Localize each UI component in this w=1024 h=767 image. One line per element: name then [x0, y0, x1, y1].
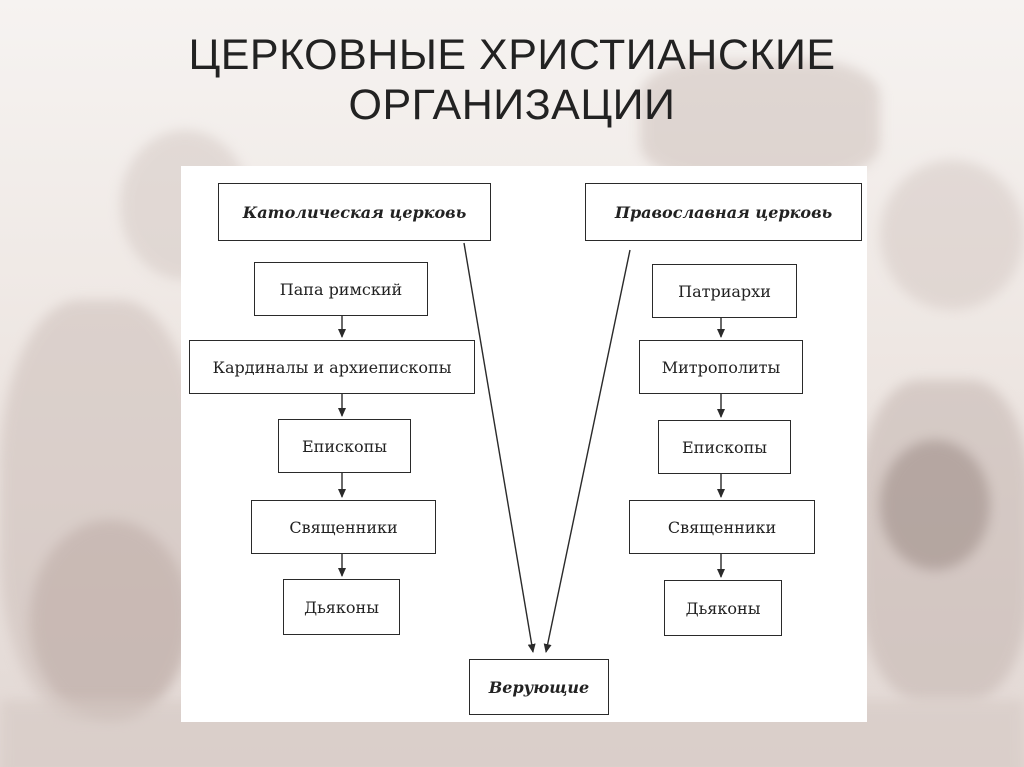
catholic-level-deacons: Дьяконы: [283, 579, 400, 635]
catholic-level-label: Епископы: [302, 436, 387, 456]
orthodox-level-metropolitans: Митрополиты: [639, 340, 803, 394]
catholic-level-label: Папа римский: [279, 279, 403, 299]
orthodox-level-label: Дьяконы: [685, 598, 761, 618]
title-line-2: ОРГАНИЗАЦИИ: [348, 81, 676, 129]
title-line-1: ЦЕРКОВНЫЕ ХРИСТИАНСКИЕ: [188, 31, 836, 79]
orthodox-level-priests: Священники: [629, 500, 815, 554]
orthodox-level-patriarchs: Патриархи: [652, 264, 797, 318]
catholic-level-label: Священники: [289, 517, 398, 537]
catholic-level-label: Кардиналы и архиепископы: [212, 357, 452, 377]
orthodox-church-box: Православная церковь: [585, 183, 862, 241]
catholic-level-cardinals: Кардиналы и архиепископы: [189, 340, 475, 394]
catholic-church-label: Католическая церковь: [242, 202, 467, 222]
orthodox-level-label: Священники: [667, 517, 777, 537]
orthodox-church-label: Православная церковь: [614, 202, 833, 222]
orthodox-level-label: Митрополиты: [661, 357, 781, 377]
believers-label: Верующие: [488, 677, 590, 697]
orthodox-level-label: Епископы: [682, 437, 767, 457]
orthodox-level-deacons: Дьяконы: [664, 580, 782, 636]
orthodox-level-label: Патриархи: [678, 281, 771, 301]
orthodox-level-bishops: Епископы: [658, 420, 791, 474]
catholic-level-priests: Священники: [251, 500, 436, 554]
page-title: ЦЕРКОВНЫЕ ХРИСТИАНСКИЕ ОРГАНИЗАЦИИ: [112, 30, 912, 130]
catholic-level-label: Дьяконы: [304, 597, 379, 617]
believers-box: Верующие: [469, 659, 609, 715]
catholic-level-pope: Папа римский: [254, 262, 428, 316]
catholic-level-bishops: Епископы: [278, 419, 411, 473]
catholic-church-box: Католическая церковь: [218, 183, 491, 241]
